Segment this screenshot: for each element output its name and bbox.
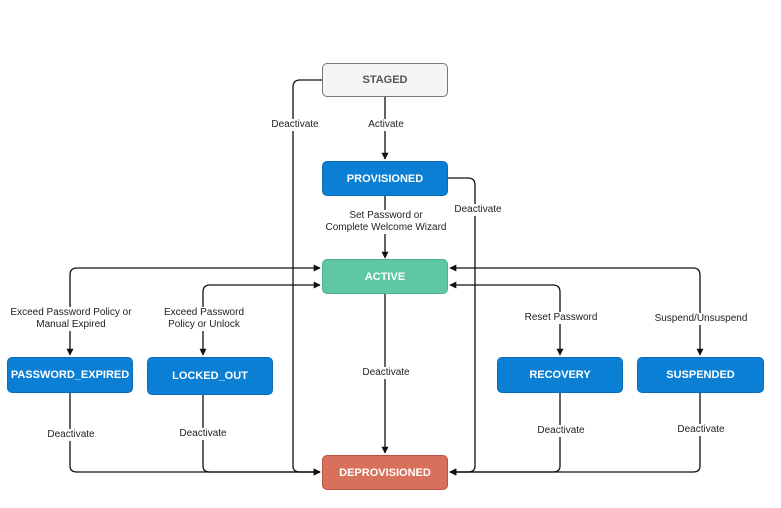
- label-set-password-line1: Set Password or: [349, 210, 423, 221]
- state-password-expired: PASSWORD_EXPIRED: [7, 357, 133, 393]
- state-suspended: SUSPENDED: [637, 357, 764, 393]
- label-locked-out-transition: Exceed Password Policy or Unlock: [158, 307, 250, 331]
- label-locked-line1: Exceed Password: [163, 307, 245, 318]
- label-locked-out-deactivate: Deactivate: [176, 428, 230, 440]
- edge-provisioned-to-deprovisioned: [448, 177, 476, 476]
- edge-suspended-to-deprovisioned: [449, 393, 701, 476]
- state-recovery: RECOVERY: [497, 357, 623, 393]
- label-set-password-line2: Complete Welcome Wizard: [325, 222, 447, 233]
- state-provisioned: PROVISIONED: [322, 161, 448, 196]
- label-suspended-deactivate: Deactivate: [674, 424, 728, 436]
- label-suspend-unsuspend: Suspend/Unsuspend: [650, 313, 752, 325]
- state-staged: STAGED: [322, 63, 448, 97]
- label-exceed-password-policy: Exceed Password Policy or Manual Expired: [4, 307, 138, 331]
- label-active-deactivate: Deactivate: [359, 367, 413, 379]
- label-password-expired-deactivate: Deactivate: [44, 429, 98, 441]
- state-active: ACTIVE: [322, 259, 448, 294]
- label-exceed-policy-line2: Manual Expired: [36, 319, 106, 330]
- label-reset-password: Reset Password: [521, 312, 601, 324]
- label-set-password: Set Password or Complete Welcome Wizard: [321, 210, 451, 234]
- label-activate: Activate: [365, 119, 407, 131]
- label-locked-line2: Policy or Unlock: [168, 319, 240, 330]
- edge-staged-to-deprovisioned: [292, 79, 322, 476]
- label-provisioned-deactivate: Deactivate: [451, 204, 505, 216]
- edge-active-to-suspended: [449, 264, 704, 356]
- state-locked-out: LOCKED_OUT: [147, 357, 273, 395]
- edge-locked-out-to-deprovisioned: [202, 395, 321, 476]
- state-deprovisioned: DEPROVISIONED: [322, 455, 448, 490]
- edge-active-to-password-expired: [66, 264, 321, 356]
- edge-active-to-locked-out: [199, 281, 321, 356]
- label-recovery-deactivate: Deactivate: [534, 425, 588, 437]
- label-exceed-policy-line1: Exceed Password Policy or: [10, 307, 132, 318]
- label-staged-deactivate: Deactivate: [268, 119, 322, 131]
- edge-password-expired-to-deprovisioned: [69, 393, 321, 476]
